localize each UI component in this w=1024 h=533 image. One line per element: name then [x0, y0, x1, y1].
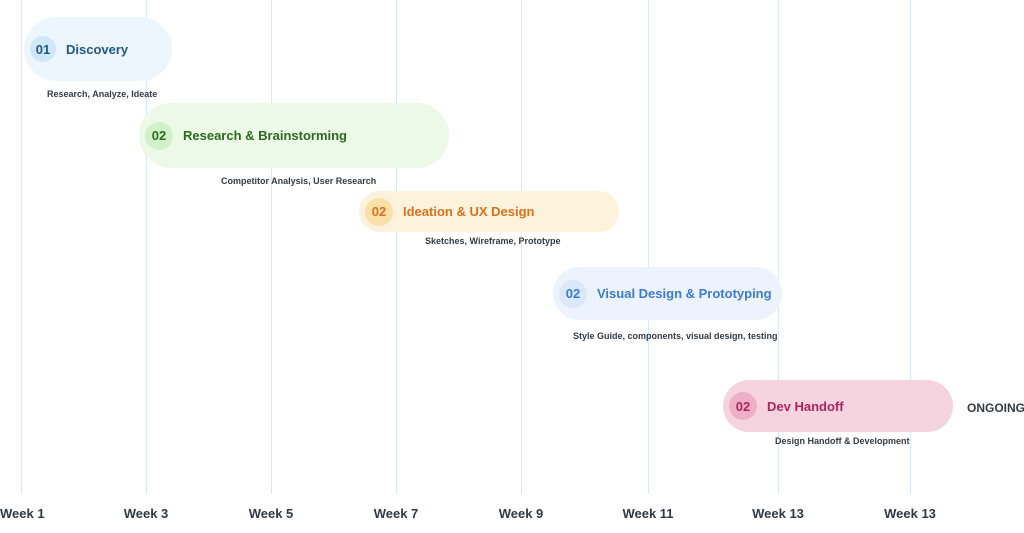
- phase-number-badge: 02: [365, 197, 393, 226]
- phase-dev-handoff[interactable]: 02 Dev Handoff: [723, 380, 953, 432]
- week-label: Week 13: [884, 506, 936, 521]
- phase-number-badge: 02: [729, 392, 757, 420]
- grid-line-week-9: [521, 0, 522, 494]
- phase-number-badge: 01: [30, 36, 56, 62]
- week-label: Week 1: [0, 506, 45, 521]
- week-label: Week 11: [622, 506, 674, 521]
- phase-title: Discovery: [66, 41, 129, 57]
- week-label: Week 13: [752, 506, 804, 521]
- phase-ideation-ux-design[interactable]: 02 Ideation & UX Design: [359, 191, 619, 232]
- week-label: Week 7: [373, 506, 419, 521]
- phase-number-badge: 02: [559, 279, 587, 308]
- phase-subtitle: Competitor Analysis, User Research: [221, 176, 377, 186]
- grid-line-week-3: [146, 0, 147, 494]
- grid-line-week-11: [648, 0, 649, 494]
- phase-visual-design-prototyping[interactable]: 02 Visual Design & Prototyping: [553, 267, 782, 320]
- grid-line-week-13a: [778, 0, 779, 494]
- phase-number-badge: 02: [145, 121, 173, 150]
- phase-title: Research & Brainstorming: [183, 128, 347, 143]
- phase-subtitle: Research, Analyze, Ideate: [47, 89, 158, 99]
- phase-research-brainstorming[interactable]: 02 Research & Brainstorming: [139, 103, 449, 168]
- week-label: Week 5: [248, 506, 294, 521]
- phase-discovery[interactable]: 01 Discovery: [24, 17, 172, 81]
- status-label: ONGOING: [967, 401, 1024, 415]
- week-label: Week 3: [123, 506, 169, 521]
- grid-line-week-1: [21, 0, 22, 494]
- phase-title: Dev Handoff: [767, 398, 844, 414]
- phase-subtitle: Style Guide, components, visual design, …: [573, 331, 778, 341]
- grid-line-week-13b: [910, 0, 911, 494]
- phase-subtitle: Sketches, Wireframe, Prototype: [425, 236, 561, 246]
- week-label: Week 9: [498, 506, 544, 521]
- phase-title: Ideation & UX Design: [403, 204, 535, 219]
- grid-line-week-5: [271, 0, 272, 494]
- grid-line-week-7: [396, 0, 397, 494]
- phase-title: Visual Design & Prototyping: [597, 286, 772, 301]
- phase-subtitle: Design Handoff & Development: [775, 436, 910, 446]
